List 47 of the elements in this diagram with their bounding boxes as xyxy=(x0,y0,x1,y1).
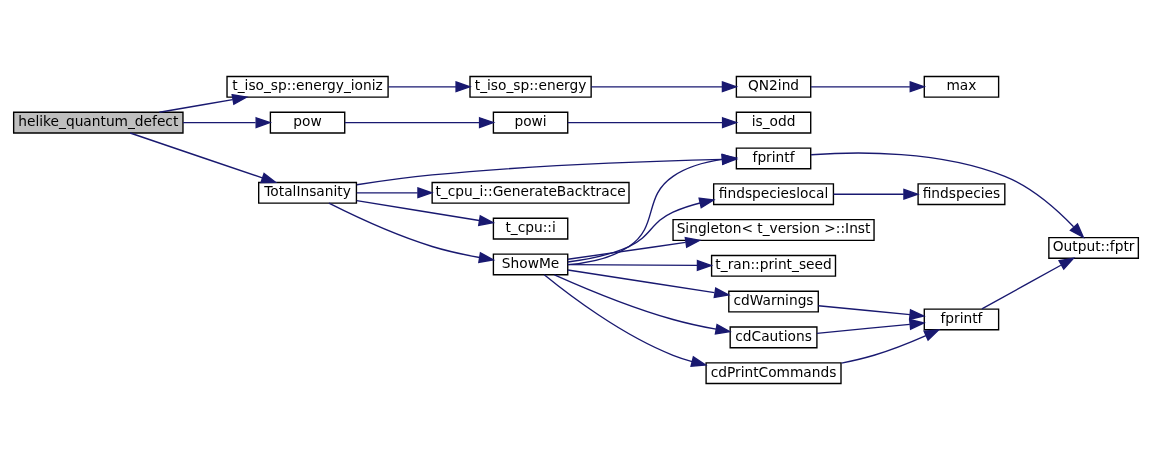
node-box: ShowMe xyxy=(492,252,569,275)
node-box: findspecieslocal xyxy=(712,182,835,205)
node-box: Output::fptr xyxy=(1048,236,1140,259)
node-box: TotalInsanity xyxy=(258,181,358,204)
arrow xyxy=(328,202,496,263)
arrow xyxy=(356,199,496,226)
arrow xyxy=(810,80,927,93)
arrow xyxy=(817,304,926,320)
arrow xyxy=(543,273,708,367)
node-box: cdWarnings xyxy=(728,290,819,313)
arrow xyxy=(567,153,739,265)
node-box: fprintf xyxy=(923,307,1000,330)
arrow xyxy=(129,131,278,183)
arrow xyxy=(344,116,496,128)
arrow xyxy=(182,116,273,128)
node-box: QN2ind xyxy=(735,75,812,98)
node-box: is_odd xyxy=(735,111,812,134)
arrow xyxy=(832,187,920,200)
node-box: t_iso_sp::energy_ioniz xyxy=(226,75,389,98)
arrow xyxy=(387,80,472,93)
arrow xyxy=(553,273,732,335)
arrow xyxy=(567,116,739,128)
node-box: cdCautions xyxy=(729,325,818,348)
arrow xyxy=(356,186,434,199)
node-box: t_ran::print_seed xyxy=(710,254,837,277)
node-box: pow xyxy=(269,111,346,134)
arrow xyxy=(816,318,926,334)
node-box: t_cpu::i xyxy=(492,217,569,240)
node-box: powi xyxy=(492,111,569,134)
arrow xyxy=(567,268,731,298)
arrow xyxy=(567,259,714,271)
node-box: t_cpu_i::GenerateBacktrace xyxy=(431,181,630,204)
arrow xyxy=(590,80,739,93)
arrow xyxy=(981,256,1076,310)
arrow xyxy=(810,151,1085,239)
arrow xyxy=(567,236,702,260)
node-box: Singleton< t_version >::Inst xyxy=(672,218,875,241)
node-box: helike_quantum_defect xyxy=(12,111,184,134)
arrow xyxy=(356,153,739,185)
arrow xyxy=(158,93,249,113)
node-box: t_iso_sp::energy xyxy=(469,75,592,98)
node-box: findspecies xyxy=(917,182,1006,205)
node-box: fprintf xyxy=(735,146,812,169)
arrow xyxy=(840,328,941,364)
node-box: max xyxy=(923,75,1000,98)
arrow xyxy=(567,196,716,263)
node-box: cdPrintCommands xyxy=(705,361,842,384)
